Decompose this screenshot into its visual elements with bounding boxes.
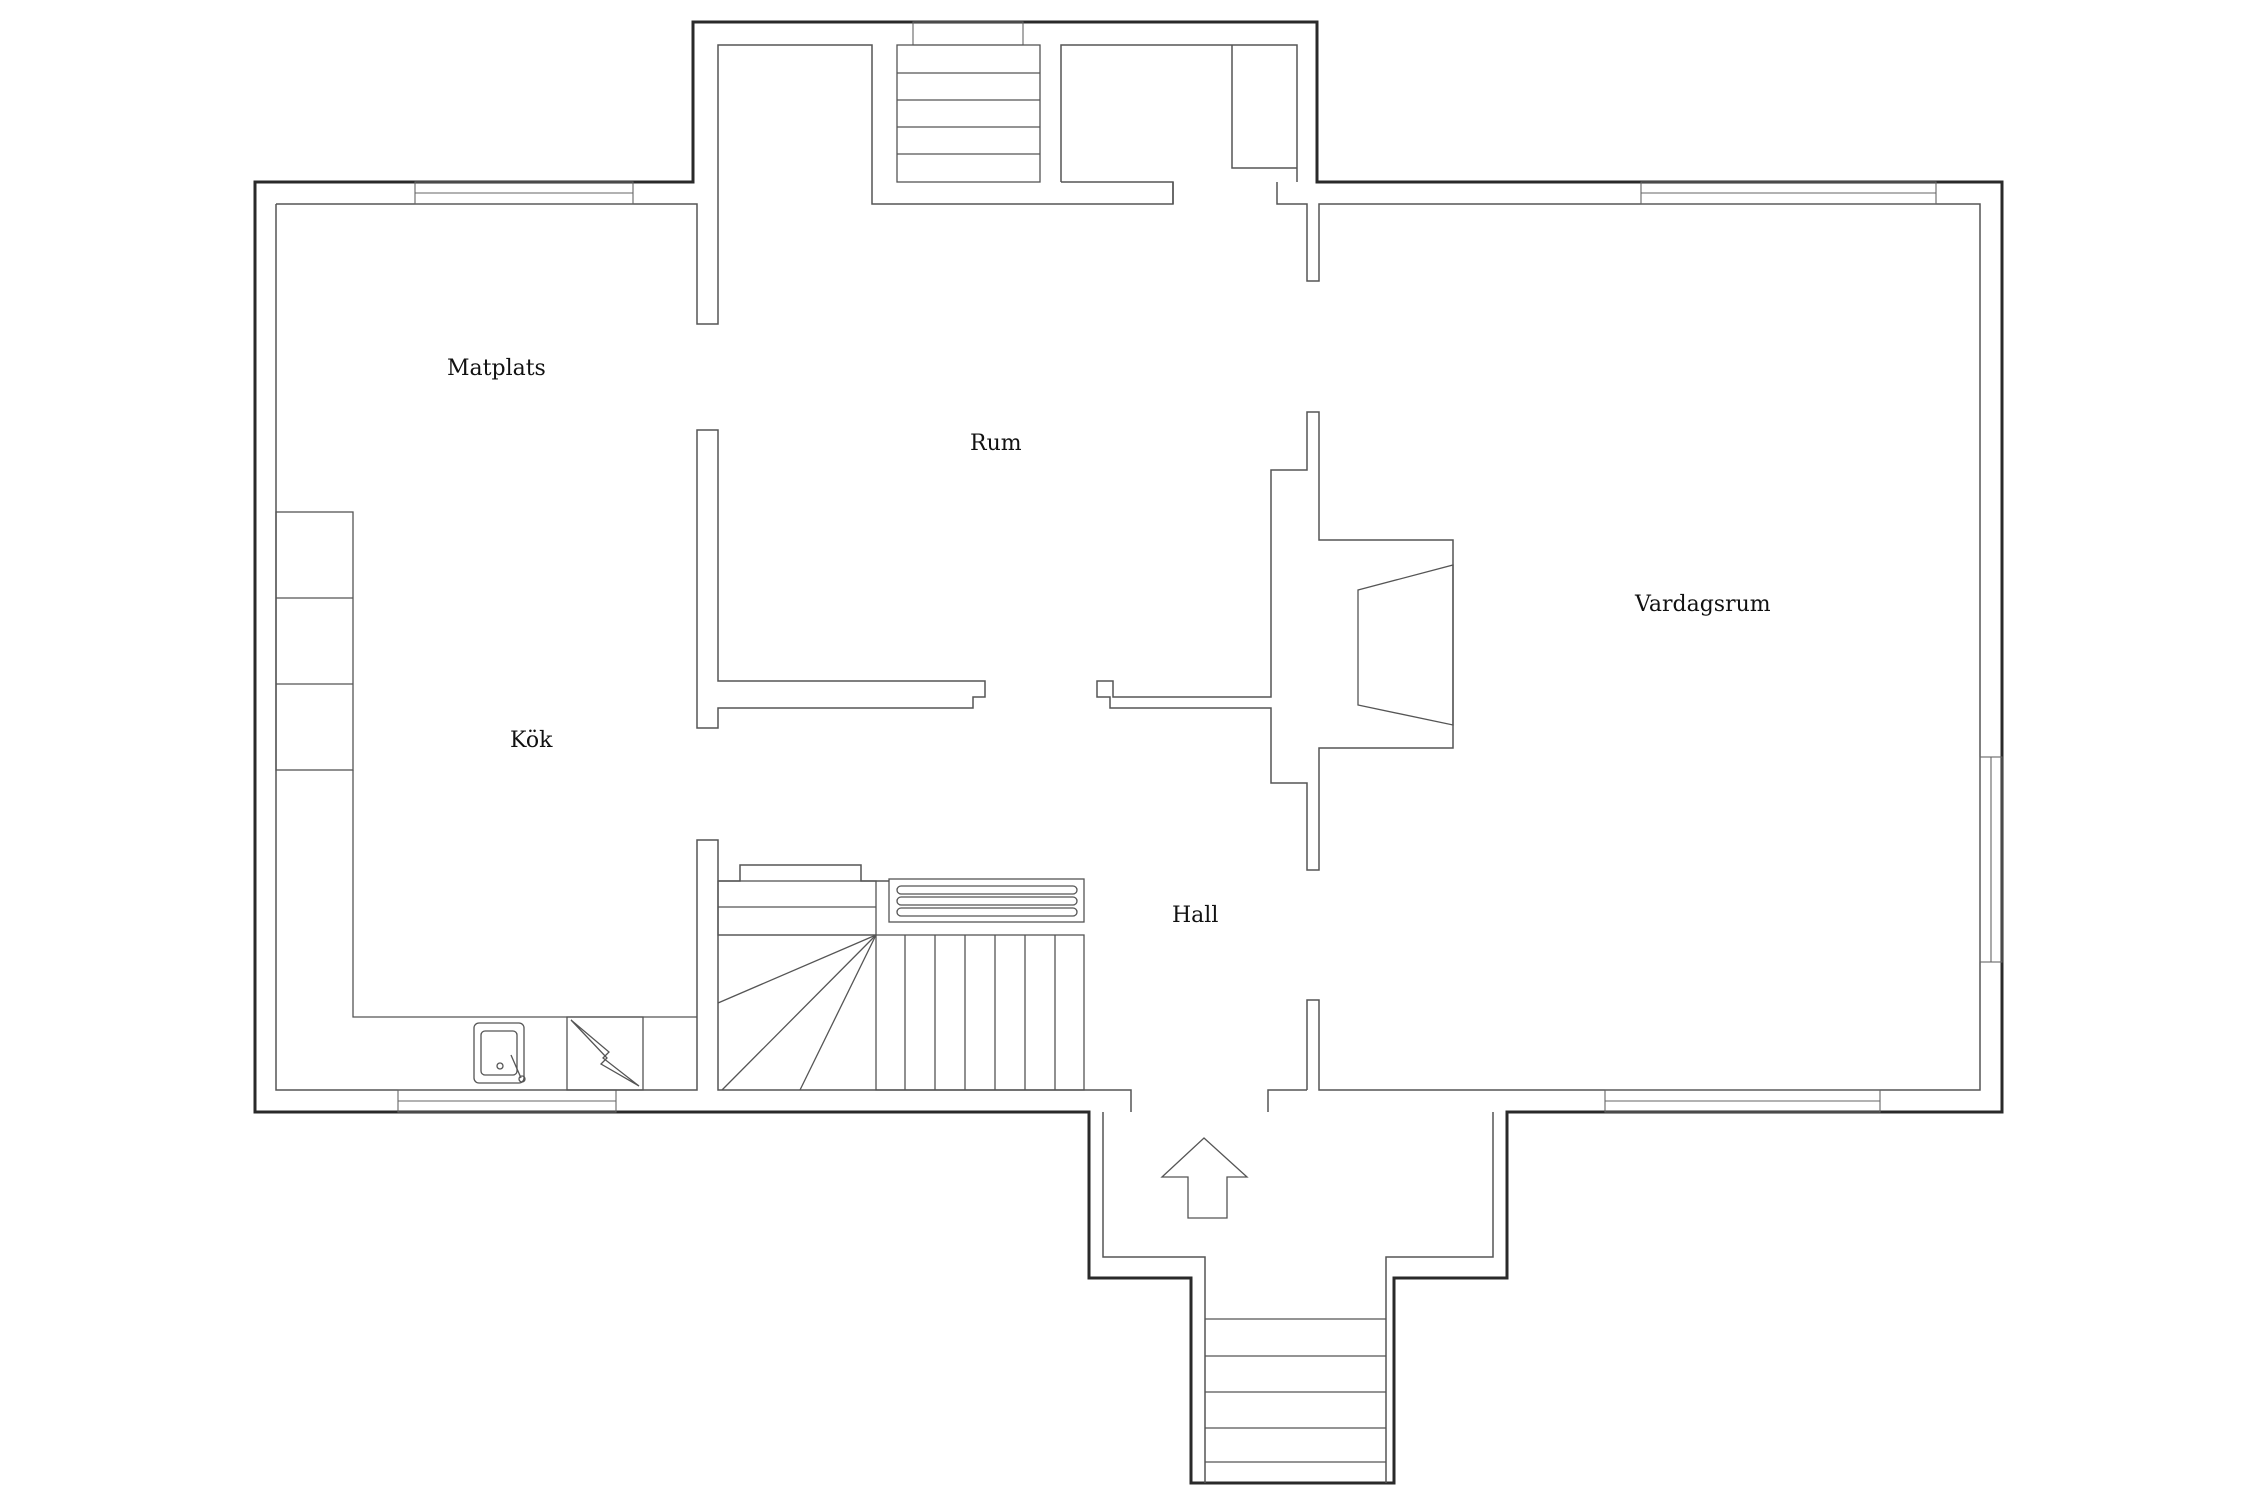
partition-center-right [1096,411,1454,871]
room-label-vardagsrum: Vardagsrum [1634,592,1771,617]
room-label-hall: Hall [1172,903,1218,928]
porch-inner [1102,1112,1206,1483]
closet-top-right [1231,45,1297,169]
kitchen-cabinets-left [275,511,697,1018]
wall-stub-top [1061,181,1174,204]
outer-wall [253,20,2004,1485]
inner-wall-top [1060,44,1298,182]
inner-wall-left [276,44,1174,325]
top-stair [896,44,1041,183]
window-bottom-left [397,1089,617,1113]
inner-wall-bottom-right [1267,1089,1307,1112]
main-stair [717,864,1085,1091]
inner-wall-bottom-left [275,204,1132,1112]
partition-rum-kok [696,429,986,729]
porch-inner-right [1385,1112,1494,1483]
inner-wall-right-top [1276,182,1981,1091]
lightning-icon [566,1016,644,1091]
room-label-kok: Kök [510,728,553,753]
fireplace [1357,564,1454,726]
window-top-center [912,21,1024,46]
window-right [1979,756,2003,963]
room-label-rum: Rum [970,431,1022,456]
entry-steps [1205,1318,1386,1463]
room-label-matplats: Matplats [447,356,546,381]
arrow-up-icon [1160,1137,1249,1219]
window-bottom-right [1604,1089,1881,1113]
sink-icon [473,1022,526,1084]
radiator [888,878,1085,923]
window-top-right [1640,181,1937,205]
window-top-left [414,181,634,205]
